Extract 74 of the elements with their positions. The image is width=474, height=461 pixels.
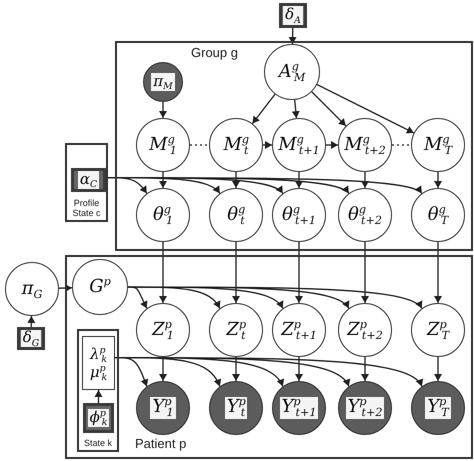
arrow — [292, 100, 300, 118]
plate-label: Group g — [191, 46, 238, 60]
variable-circle — [411, 118, 465, 172]
variable-circle — [209, 118, 263, 172]
plate-label: Profile State c — [71, 199, 102, 218]
observed-variable-circle — [143, 62, 183, 102]
arrow — [159, 172, 167, 188]
variable-circle — [411, 188, 465, 242]
observed-variable-circle — [338, 381, 392, 435]
variable-circle — [272, 188, 326, 242]
plate-frame — [65, 255, 473, 459]
arrow — [361, 242, 369, 303]
plate-frame — [77, 329, 119, 452]
arrow — [326, 141, 338, 149]
arrow — [232, 242, 240, 303]
arrow — [434, 172, 442, 188]
arrow — [159, 357, 167, 381]
observed-variable-circle — [272, 381, 326, 435]
plate-label: Patient p — [135, 437, 186, 451]
observed-variable-circle — [136, 381, 190, 435]
variable-label: π$_{M}$ — [151, 72, 175, 92]
dotted-line — [392, 144, 411, 146]
arrow — [106, 176, 422, 194]
variable-circle — [264, 44, 320, 100]
arrow — [252, 94, 276, 124]
arrow — [434, 242, 442, 303]
variable-label: π$_{G}$ — [22, 279, 42, 299]
variable-circle — [5, 262, 59, 316]
variable-circle — [272, 303, 326, 357]
variable-circle — [136, 188, 190, 242]
variable-label: δ$_{A}$ — [283, 6, 303, 25]
arrow — [128, 286, 148, 309]
arrow — [94, 390, 102, 403]
arrow — [295, 242, 303, 303]
arrow — [159, 242, 167, 303]
arrow — [27, 316, 36, 328]
arrow — [115, 356, 422, 387]
variable-circle — [338, 188, 392, 242]
hyperparameter-box — [71, 168, 106, 192]
variable-circle — [209, 303, 263, 357]
arrow — [295, 172, 303, 188]
variable-circle — [209, 188, 263, 242]
variable-circle — [136, 303, 190, 357]
arrow — [434, 357, 442, 381]
observed-variable-circle — [411, 381, 465, 435]
variable-circle — [411, 303, 465, 357]
arrow — [263, 141, 272, 149]
arrow — [232, 172, 240, 188]
variable-circle — [272, 118, 326, 172]
plate-frame — [115, 41, 473, 251]
arrow — [311, 91, 346, 126]
arrow — [361, 357, 369, 381]
variable-circle — [338, 303, 392, 357]
variable-label: G$^{p}$ — [89, 277, 111, 297]
hyperparameter-box — [279, 3, 307, 28]
variable-circle — [136, 118, 190, 172]
plate-label: State k — [82, 438, 113, 448]
arrow — [316, 84, 414, 134]
arrow — [288, 28, 297, 44]
arrow — [232, 357, 240, 381]
dotted-line — [190, 144, 209, 146]
arrow — [159, 102, 167, 118]
arrow — [58, 284, 72, 292]
arrow — [295, 357, 303, 381]
hyperparameter-box — [83, 403, 114, 433]
arrow — [361, 172, 369, 188]
variable-label: δ$_{G}$ — [20, 330, 42, 347]
arrow — [128, 286, 422, 309]
plate-frame — [65, 143, 108, 222]
variable-circle — [338, 118, 392, 172]
parameter-box — [82, 336, 115, 390]
variable-label: α$_{C}$ — [78, 171, 100, 189]
hyperparameter-box — [17, 327, 45, 350]
observed-variable-circle — [209, 381, 263, 435]
